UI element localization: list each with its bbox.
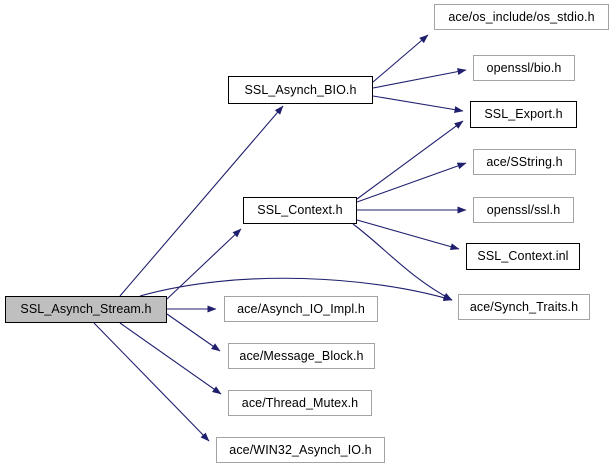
edge-ssl_asynch_stream-to-ssl_asynch_bio: [119, 105, 284, 297]
node-thread_mutex[interactable]: ace/Thread_Mutex.h: [228, 390, 372, 416]
edges-group: [93, 34, 467, 442]
node-label-win32_asynch_io: ace/WIN32_Asynch_IO.h: [229, 442, 372, 457]
node-win32_asynch_io[interactable]: ace/WIN32_Asynch_IO.h: [216, 437, 385, 463]
node-label-asynch_io_impl: ace/Asynch_IO_Impl.h: [237, 301, 365, 316]
edge-ssl_context-to-ssl_export: [356, 120, 464, 200]
node-label-ssl_export: SSL_Export.h: [484, 107, 563, 122]
edge-ssl_asynch_stream-to-win32_asynch_io: [93, 322, 210, 442]
edge-ssl_context-to-synch_traits: [352, 223, 453, 301]
node-ssl_asynch_stream[interactable]: SSL_Asynch_Stream.h: [5, 296, 167, 323]
node-ssl_export[interactable]: SSL_Export.h: [470, 101, 577, 128]
node-ssl_asynch_bio[interactable]: SSL_Asynch_BIO.h: [228, 76, 373, 104]
node-synch_traits[interactable]: ace/Synch_Traits.h: [458, 294, 590, 320]
edge-ssl_asynch_stream-to-thread_mutex: [119, 322, 222, 395]
node-ace_sstring[interactable]: ace/SString.h: [473, 149, 576, 175]
edge-ssl_context-to-ssl_context_inl: [356, 219, 460, 251]
node-label-ace_sstring: ace/SString.h: [486, 154, 563, 169]
edge-ssl_asynch_stream-to-synch_traits: [139, 277, 453, 301]
node-os_stdio[interactable]: ace/os_include/os_stdio.h: [434, 4, 609, 30]
node-label-openssl_ssl: openssl/ssl.h: [486, 202, 561, 217]
edge-ssl_asynch_stream-to-ssl_context: [166, 228, 242, 300]
node-label-thread_mutex: ace/Thread_Mutex.h: [241, 395, 359, 410]
edge-ssl_asynch_stream-to-message_block: [166, 313, 221, 352]
node-openssl_bio[interactable]: openssl/bio.h: [473, 55, 575, 81]
node-label-openssl_bio: openssl/bio.h: [486, 60, 562, 75]
edge-ssl_context-to-ace_sstring: [356, 162, 467, 203]
node-label-ssl_asynch_stream: SSL_Asynch_Stream.h: [20, 302, 152, 317]
node-label-ssl_context: SSL_Context.h: [257, 203, 343, 218]
node-label-ssl_context_inl: SSL_Context.inl: [477, 249, 569, 264]
edge-ssl_asynch_bio-to-ssl_export: [372, 95, 464, 114]
node-asynch_io_impl[interactable]: ace/Asynch_IO_Impl.h: [224, 296, 378, 322]
node-label-ssl_asynch_bio: SSL_Asynch_BIO.h: [244, 82, 357, 97]
node-label-os_stdio: ace/os_include/os_stdio.h: [448, 9, 595, 24]
node-ssl_context_inl[interactable]: SSL_Context.inl: [466, 243, 580, 270]
node-ssl_context[interactable]: SSL_Context.h: [243, 197, 357, 224]
node-openssl_ssl[interactable]: openssl/ssl.h: [473, 197, 574, 223]
node-label-message_block: ace/Message_Block.h: [239, 348, 364, 363]
node-label-synch_traits: ace/Synch_Traits.h: [469, 299, 579, 314]
edge-ssl_asynch_bio-to-os_stdio: [372, 34, 429, 83]
node-message_block[interactable]: ace/Message_Block.h: [228, 343, 375, 369]
edge-ssl_asynch_bio-to-openssl_bio: [372, 68, 467, 89]
